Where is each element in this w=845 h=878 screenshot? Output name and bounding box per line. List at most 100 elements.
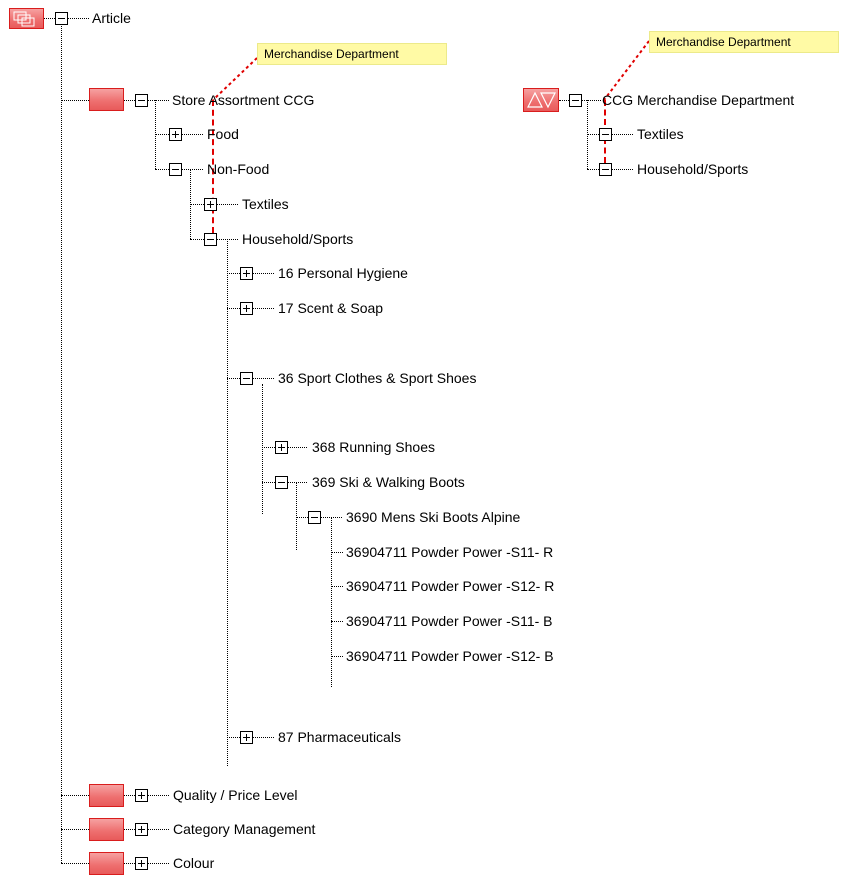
connector-line (587, 134, 599, 135)
connector-line (287, 482, 307, 483)
collapse-toggle[interactable] (169, 163, 182, 176)
node-label-368[interactable]: 368 Running Shoes (312, 439, 435, 455)
node-label-store-assortment[interactable]: Store Assortment CCG (172, 92, 315, 108)
article-label[interactable]: 36904711 Powder Power -S12- B (346, 648, 554, 664)
connector-line (216, 204, 238, 205)
article-label[interactable]: 36904711 Powder Power -S11- B (346, 613, 553, 629)
connector-line (227, 378, 240, 379)
node-label-non-food[interactable]: Non-Food (207, 161, 270, 177)
connector-line (559, 100, 569, 101)
connector-line (155, 134, 169, 135)
expand-toggle[interactable] (240, 302, 253, 315)
connector-line (587, 169, 599, 170)
node-label-17[interactable]: 17 Scent & Soap (278, 300, 384, 316)
expand-toggle[interactable] (204, 198, 217, 211)
connector-line (124, 863, 135, 864)
collapse-toggle[interactable] (308, 511, 321, 524)
callout-pointer-line (212, 57, 258, 101)
node-label-ccg-merchandise[interactable]: CCG Merchandise Department (602, 92, 795, 108)
node-label-textiles-right[interactable]: Textiles (637, 126, 684, 142)
connector-line (124, 795, 135, 796)
connector-line (61, 795, 89, 796)
collapse-toggle[interactable] (204, 233, 217, 246)
connector-line (611, 134, 633, 135)
connector-line (331, 552, 343, 553)
tree-node-icon[interactable] (89, 88, 124, 111)
connector-line (581, 100, 601, 101)
connector-line (190, 239, 204, 240)
connector-line (296, 482, 297, 550)
tree-node-icon[interactable] (89, 818, 124, 841)
connector-line (61, 863, 89, 864)
callout-pointer-line (603, 40, 650, 101)
connector-line (262, 482, 275, 483)
node-label-category-management[interactable]: Category Management (173, 821, 316, 837)
collapse-toggle[interactable] (275, 476, 288, 489)
node-label-food[interactable]: Food (207, 126, 239, 142)
article-label[interactable]: 36904711 Powder Power -S11- R (346, 544, 554, 560)
connector-line (331, 586, 343, 587)
node-label-article[interactable]: Article (92, 10, 131, 26)
connector-line (124, 100, 135, 101)
connector-line (252, 273, 274, 274)
node-label-textiles[interactable]: Textiles (242, 196, 289, 212)
connector-line (611, 169, 633, 170)
connector-line (181, 169, 203, 170)
connector-line (44, 18, 55, 19)
connector-line (61, 829, 89, 830)
node-label-quality-price[interactable]: Quality / Price Level (173, 787, 298, 803)
callout-merchandise-department: Merchandise Department (257, 43, 447, 65)
collapse-toggle[interactable] (569, 94, 582, 107)
connector-line (181, 134, 203, 135)
merchandise-node-icon[interactable] (523, 88, 559, 112)
node-label-household-right[interactable]: Household/Sports (637, 161, 749, 177)
connector-line (147, 863, 169, 864)
node-label-3690[interactable]: 3690 Mens Ski Boots Alpine (346, 509, 521, 525)
callout-merchandise-department: Merchandise Department (649, 31, 839, 53)
connector-line (61, 24, 62, 863)
connector-line (287, 447, 307, 448)
node-label-36[interactable]: 36 Sport Clothes & Sport Shoes (278, 370, 477, 386)
expand-toggle[interactable] (135, 789, 148, 802)
node-label-household-sports[interactable]: Household/Sports (242, 231, 354, 247)
node-label-87[interactable]: 87 Pharmaceuticals (278, 729, 401, 745)
node-label-colour[interactable]: Colour (173, 855, 215, 871)
connector-line (252, 308, 274, 309)
connector-line (331, 621, 343, 622)
connector-line (147, 829, 169, 830)
connector-line (227, 737, 240, 738)
connector-line (331, 517, 332, 687)
collapse-toggle[interactable] (55, 12, 68, 25)
expand-toggle[interactable] (135, 823, 148, 836)
connector-line (124, 829, 135, 830)
collapse-toggle[interactable] (135, 94, 148, 107)
connector-line (147, 100, 169, 101)
connector-line (252, 378, 274, 379)
collapse-toggle[interactable] (599, 163, 612, 176)
expand-toggle[interactable] (240, 267, 253, 280)
connector-line (147, 795, 169, 796)
collapse-toggle[interactable] (599, 128, 612, 141)
expand-toggle[interactable] (275, 441, 288, 454)
connector-line (252, 737, 274, 738)
connector-line (190, 204, 204, 205)
connector-line (296, 517, 308, 518)
expand-toggle[interactable] (135, 857, 148, 870)
collapse-toggle[interactable] (240, 372, 253, 385)
connector-line (155, 169, 169, 170)
node-label-16[interactable]: 16 Personal Hygiene (278, 265, 408, 281)
expand-toggle[interactable] (169, 128, 182, 141)
connector-line (331, 656, 343, 657)
connector-line (227, 273, 240, 274)
expand-toggle[interactable] (240, 731, 253, 744)
node-label-369[interactable]: 369 Ski & Walking Boots (312, 474, 465, 490)
article-label[interactable]: 36904711 Powder Power -S12- R (346, 578, 555, 594)
connector-line (262, 384, 263, 514)
connector-line (67, 18, 89, 19)
tree-node-icon[interactable] (89, 784, 124, 807)
tree-node-icon[interactable] (89, 852, 124, 875)
connector-line (227, 239, 228, 766)
connector-line (61, 100, 89, 101)
root-node-icon[interactable] (9, 8, 44, 29)
